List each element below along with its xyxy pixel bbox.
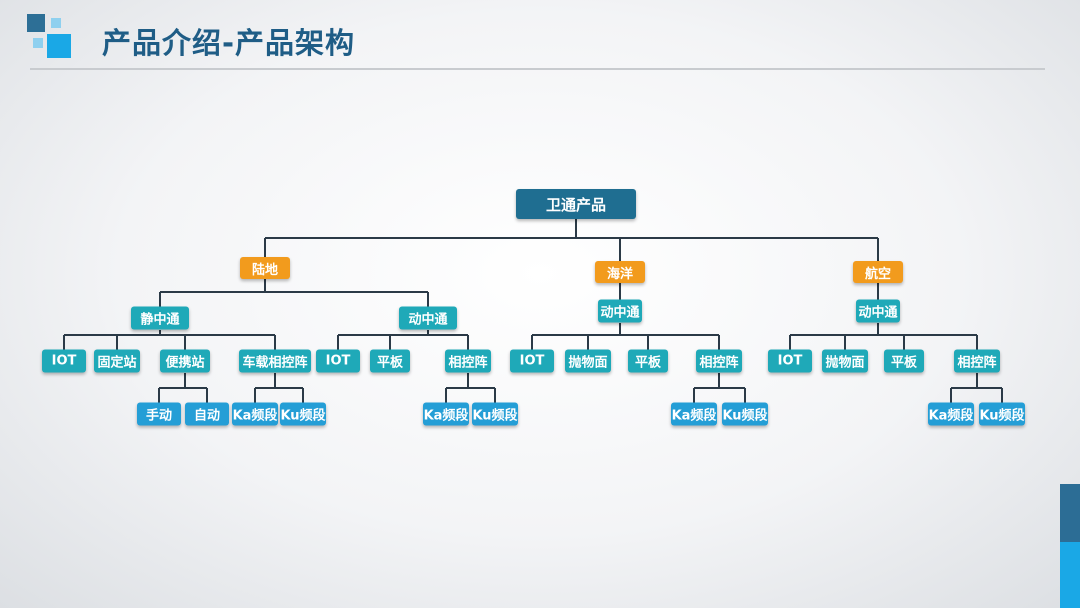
node-air-parabolic: 抛物面 [822, 349, 868, 373]
side-accent-bar [1060, 484, 1080, 542]
node-ocean-phased: 相控阵 [696, 349, 742, 373]
side-accent-bar [1060, 542, 1080, 608]
node-land-static-portable: 便携站 [160, 349, 210, 373]
node-ocean-flat: 平板 [628, 349, 668, 373]
logo-square-light [51, 18, 61, 28]
node-land-moving-phased: 相控阵 [445, 349, 491, 373]
page-title: 产品介绍-产品架构 [102, 26, 356, 60]
node-air-ku-band: Ku频段 [979, 402, 1025, 426]
node-root: 卫通产品 [516, 189, 636, 219]
node-land-moving: 动中通 [399, 306, 457, 330]
node-air-iot: IOT [768, 349, 812, 373]
logo-square-blue [47, 34, 71, 58]
logo-square-dark [27, 14, 45, 32]
node-land-moving-flat: 平板 [370, 349, 410, 373]
node-land-static-ka-band: Ka频段 [232, 402, 278, 426]
node-ocean-parabolic: 抛物面 [565, 349, 611, 373]
node-air: 航空 [853, 261, 903, 283]
node-land-moving-iot: IOT [316, 349, 360, 373]
node-ocean-moving: 动中通 [598, 299, 642, 323]
node-land-static-manual: 手动 [137, 402, 181, 426]
logo-square-light [33, 38, 43, 48]
node-ocean-iot: IOT [510, 349, 554, 373]
node-ocean-ka-band: Ka频段 [671, 402, 717, 426]
node-air-ka-band: Ka频段 [928, 402, 974, 426]
logo-icon [27, 14, 73, 60]
node-land-static-iot: IOT [42, 349, 86, 373]
node-land-static: 静中通 [131, 306, 189, 330]
node-land-static-auto: 自动 [185, 402, 229, 426]
node-land-static-ku-band: Ku频段 [280, 402, 326, 426]
node-land-static-fixed: 固定站 [94, 349, 140, 373]
node-air-flat: 平板 [884, 349, 924, 373]
node-land-moving-ka-band: Ka频段 [423, 402, 469, 426]
title-divider [30, 68, 1045, 70]
node-air-moving: 动中通 [856, 299, 900, 323]
node-ocean-ku-band: Ku频段 [722, 402, 768, 426]
node-land: 陆地 [240, 257, 290, 279]
node-land-moving-ku-band: Ku频段 [472, 402, 518, 426]
node-air-phased: 相控阵 [954, 349, 1000, 373]
node-land-static-vehicle-phased: 车载相控阵 [239, 349, 311, 373]
node-ocean: 海洋 [595, 261, 645, 283]
